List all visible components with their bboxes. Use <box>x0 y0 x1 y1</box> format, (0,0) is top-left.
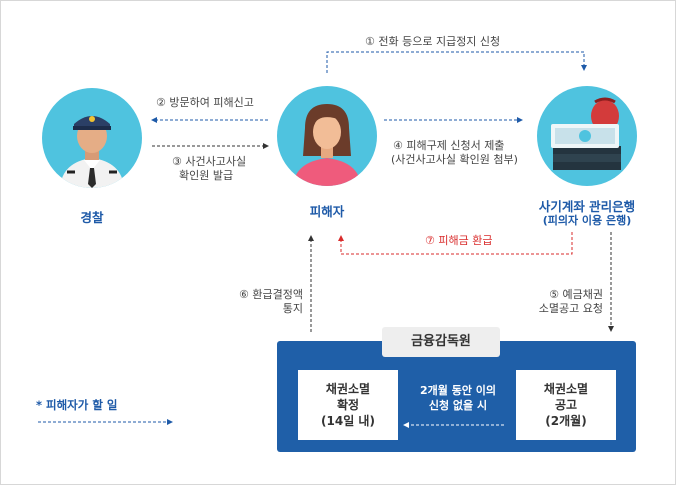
police-officer-icon <box>60 116 124 188</box>
legend-label: * 피해자가 할 일 <box>36 398 118 412</box>
claim-confirmed-line1: 채권소멸 <box>325 382 371 396</box>
step-3-label-line2: 확인원 발급 <box>179 169 234 182</box>
no-objection-line1: 2개월 동안 이의 <box>419 384 497 397</box>
arrow-step-7 <box>338 232 573 255</box>
claim-notice-line1: 채권소멸 <box>543 382 589 396</box>
claim-extinction-confirmed-box: 채권소멸 확정 (14일 내) <box>298 370 398 440</box>
claim-notice-line2: 공고 <box>554 398 578 412</box>
step-6-label-line2: 통지 <box>282 302 303 315</box>
step-2-label: ② 방문하여 피해신고 <box>156 96 254 109</box>
arrow-notice-to-confirm <box>403 422 504 428</box>
no-objection-text: 2개월 동안 이의 신청 없을 시 <box>408 383 508 413</box>
police-avatar <box>42 88 142 188</box>
bank-avatar <box>537 86 637 186</box>
claim-confirmed-line3: (14일 내) <box>321 414 375 428</box>
bank-label: 사기계좌 관리은행 <box>538 199 636 214</box>
victim-avatar <box>277 86 377 186</box>
arrow-step-1 <box>326 51 587 73</box>
step-4-label-line1: ④ 피해구제 신청서 제출 <box>393 139 505 152</box>
victim-label: 피해자 <box>309 204 345 219</box>
money-bundle-icon <box>551 97 621 170</box>
victim-woman-icon <box>293 104 361 186</box>
claim-extinction-notice-box: 채권소멸 공고 (2개월) <box>516 370 616 440</box>
step-7-label: ⑦ 피해금 환급 <box>425 234 493 247</box>
police-label: 경찰 <box>80 210 104 225</box>
fss-title: 금융감독원 <box>382 327 500 357</box>
claim-confirmed-line2: 확정 <box>336 398 360 412</box>
no-objection-line2: 신청 없을 시 <box>428 399 488 412</box>
claim-notice-line3: (2개월) <box>545 414 587 428</box>
step-3-label-line1: ③ 사건사고사실 <box>172 155 247 168</box>
step-5-label-line2: 소멸공고 요청 <box>538 302 603 315</box>
step-6-label-line1: ⑥ 환급결정액 <box>239 288 303 301</box>
step-4-label-line2: (사건사고사실 확인원 첨부) <box>391 153 518 166</box>
step-5-label-line1: ⑤ 예금채권 <box>549 288 603 301</box>
bank-sublabel: (피의자 이용 은행) <box>542 214 632 227</box>
step-1-label: ① 전화 등으로 지급정지 신청 <box>365 35 501 48</box>
